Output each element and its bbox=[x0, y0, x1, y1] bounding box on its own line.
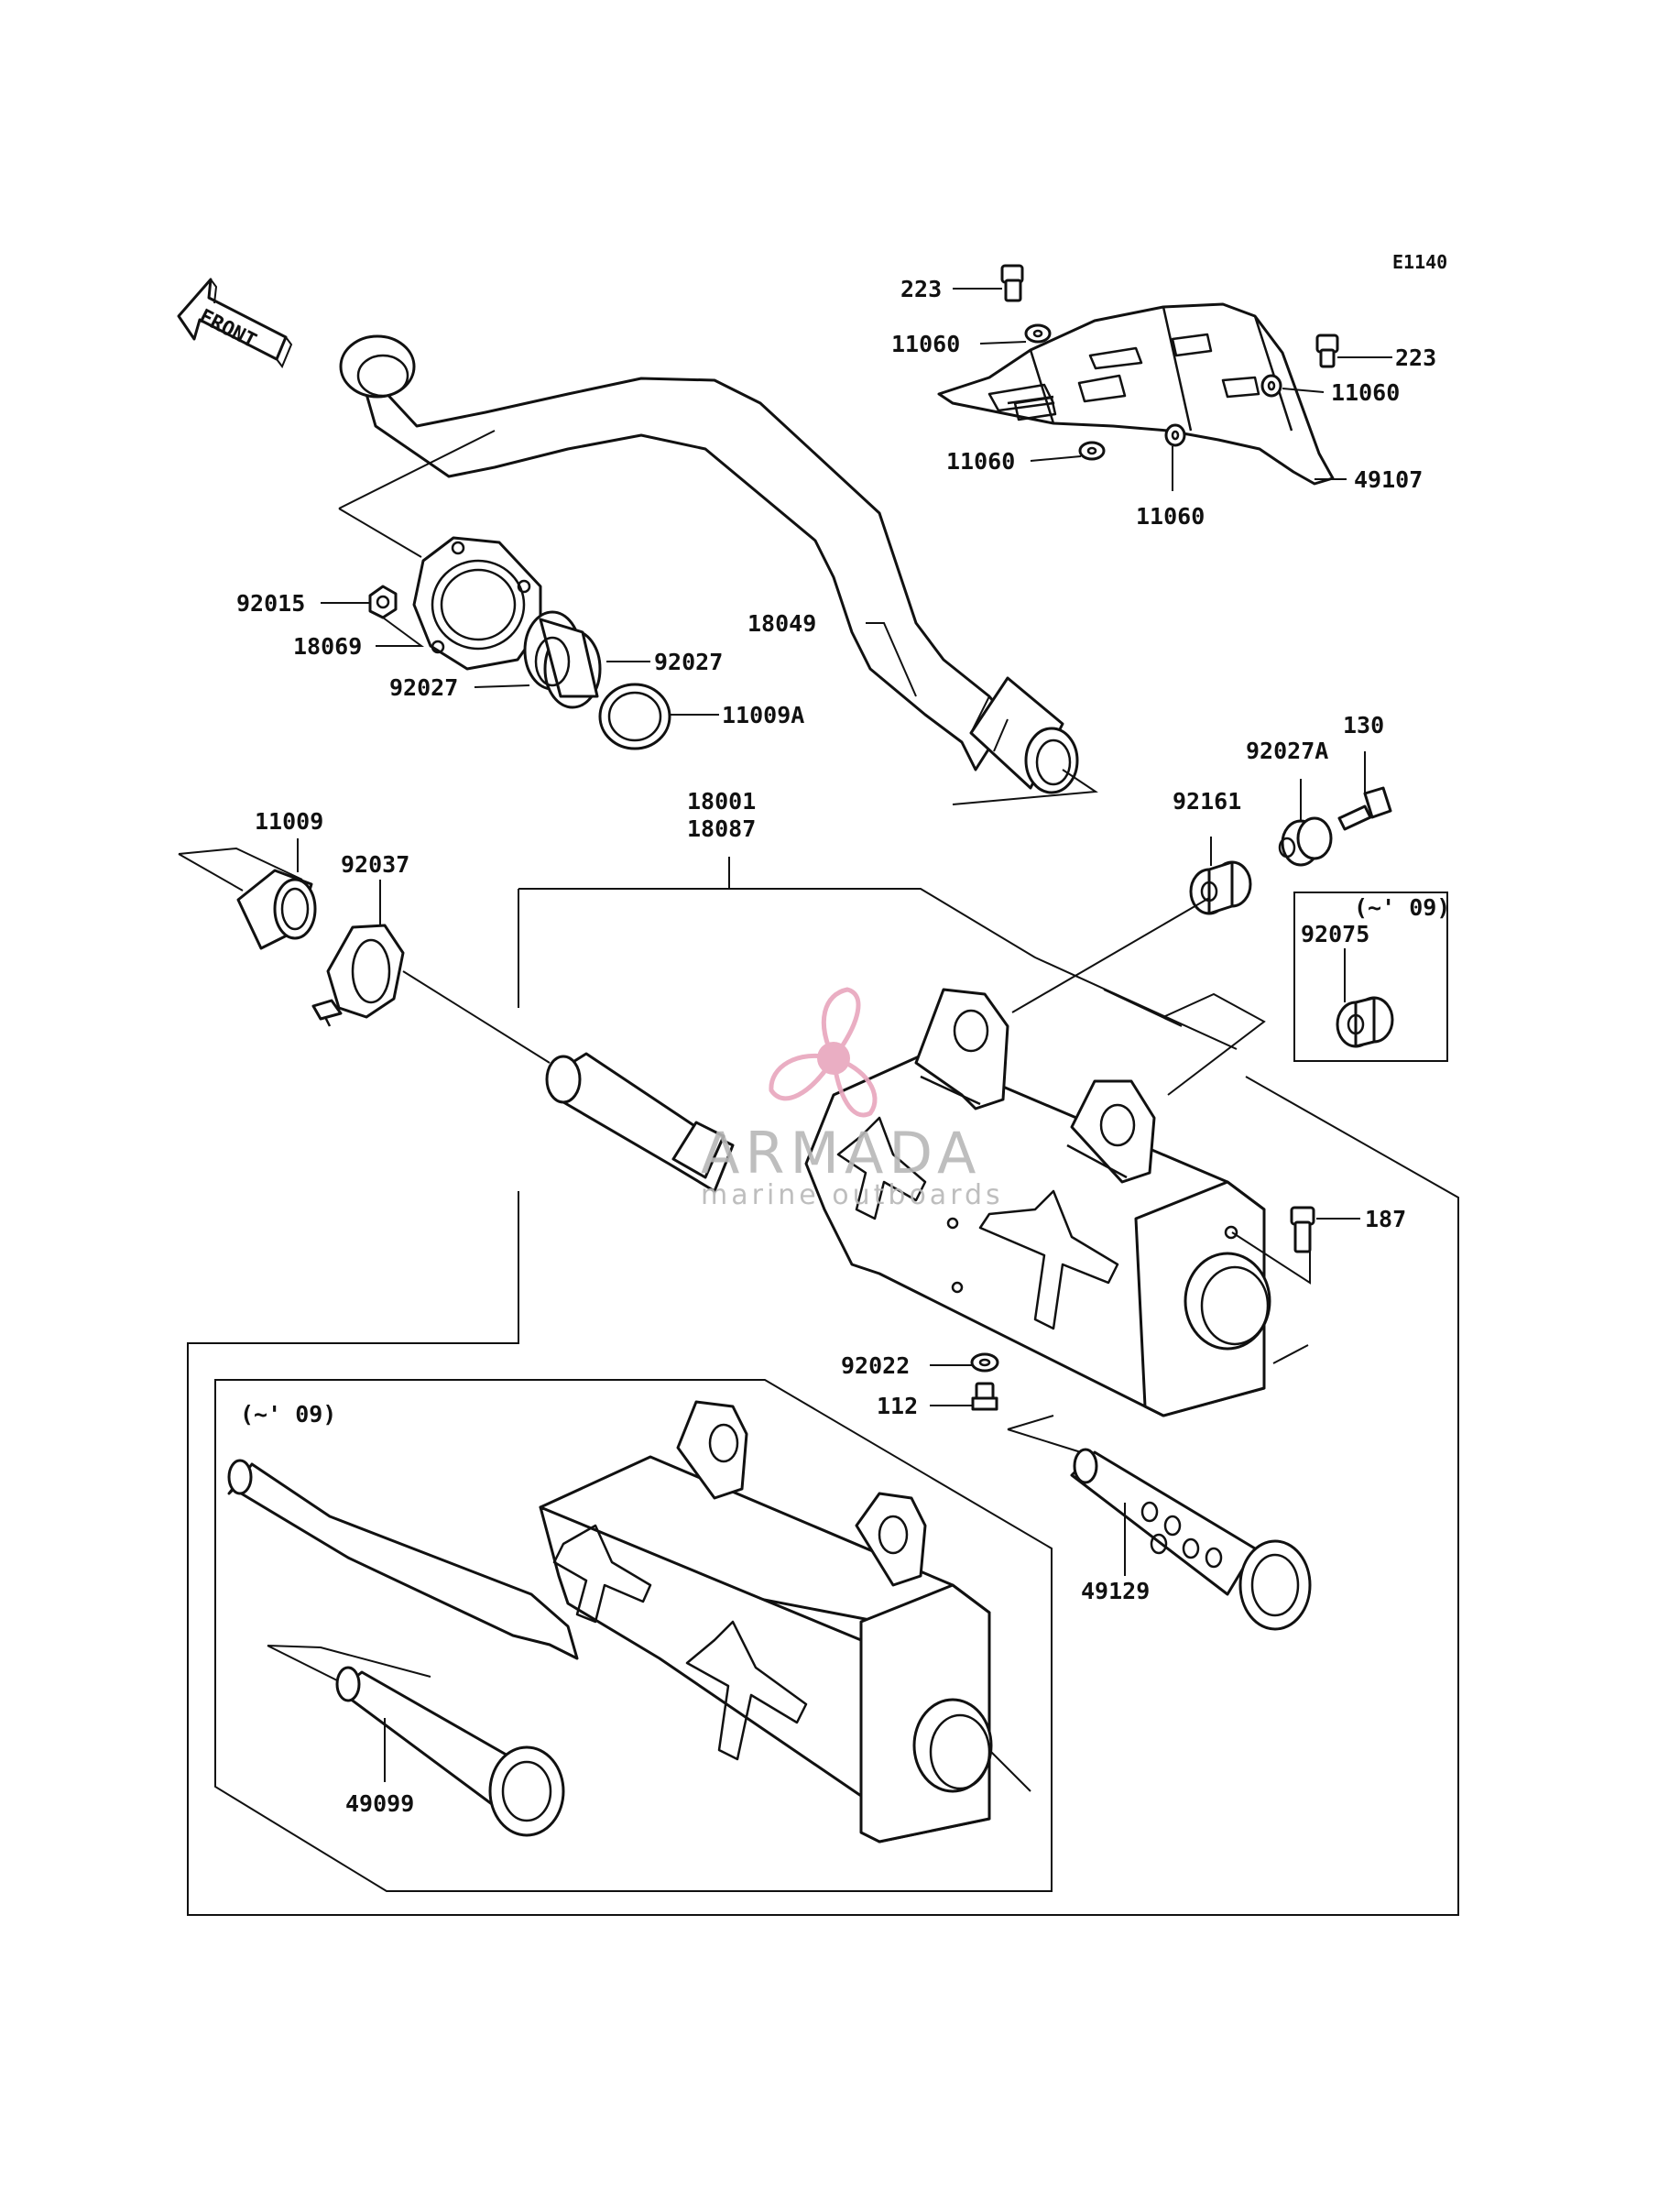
gasket-11009-leader bbox=[178, 847, 303, 892]
label-49099: 49099 bbox=[345, 1790, 414, 1817]
label-223-right: 223 bbox=[1395, 345, 1436, 371]
label-11060-c: 11060 bbox=[946, 448, 1015, 475]
washer-11060-b bbox=[1260, 374, 1282, 398]
muffler-outer-frame bbox=[187, 1076, 1459, 1916]
label-92022: 92022 bbox=[841, 1352, 910, 1379]
clamp-92037 bbox=[311, 924, 405, 1027]
gasket-11009 bbox=[236, 869, 317, 950]
label-92027-right: 92027 bbox=[654, 649, 723, 675]
label-187: 187 bbox=[1365, 1206, 1406, 1232]
header-outlet-leader bbox=[952, 769, 1098, 805]
bolt-223-upper bbox=[1000, 264, 1024, 302]
propeller-logo-icon bbox=[769, 987, 878, 1118]
bolt-187 bbox=[1290, 1206, 1315, 1253]
label-11009A: 11009A bbox=[722, 702, 804, 728]
label-18069: 18069 bbox=[293, 633, 362, 660]
label-92027-left: 92027 bbox=[389, 674, 458, 701]
washer-92022 bbox=[970, 1352, 999, 1373]
front-direction-arrow: FRONT bbox=[177, 278, 293, 368]
spark-arrestor-leader bbox=[1007, 1415, 1082, 1453]
washer-11060-a bbox=[1024, 323, 1052, 344]
flange-18069 bbox=[412, 536, 542, 671]
grommet-leader bbox=[1011, 897, 1210, 1013]
bolt-130 bbox=[1337, 786, 1392, 831]
muffler-18001 bbox=[545, 988, 1271, 1417]
label-18001: 18001 bbox=[687, 788, 756, 815]
inset-outlet-leader bbox=[988, 1749, 1031, 1792]
label-130: 130 bbox=[1343, 712, 1384, 738]
label-49129: 49129 bbox=[1081, 1578, 1150, 1604]
watermark-name: ARMADA bbox=[701, 1120, 981, 1187]
label-49107: 49107 bbox=[1354, 466, 1423, 493]
inset-muffler bbox=[227, 1400, 993, 1843]
label-112: 112 bbox=[877, 1393, 918, 1419]
muffler-outlet-leader bbox=[1231, 1231, 1311, 1364]
heat-guard-49107 bbox=[937, 302, 1335, 486]
bolt-223-right bbox=[1315, 334, 1339, 368]
reference-code: E1140 bbox=[1392, 251, 1447, 273]
muffler-bracket-leader bbox=[1162, 992, 1266, 1096]
inset-arrestor-leader bbox=[267, 1645, 431, 1687]
grommet-inset-frame bbox=[1293, 892, 1448, 1062]
nut-92015 bbox=[368, 585, 398, 619]
label-92037: 92037 bbox=[341, 851, 409, 878]
label-92161: 92161 bbox=[1173, 788, 1241, 815]
grommet-92075 bbox=[1336, 996, 1394, 1048]
label-11060-a: 11060 bbox=[891, 331, 960, 357]
label-11060-d: 11060 bbox=[1136, 503, 1205, 530]
grommet-92161 bbox=[1189, 860, 1252, 915]
spark-arrestor-49099 bbox=[335, 1666, 565, 1837]
label-92015: 92015 bbox=[236, 590, 305, 617]
label-92075: 92075 bbox=[1301, 921, 1369, 947]
header-pipe-18049 bbox=[339, 334, 1079, 794]
spark-arrestor-49129 bbox=[1070, 1448, 1312, 1631]
label-92027A: 92027A bbox=[1246, 738, 1328, 764]
header-flange-leader bbox=[338, 430, 496, 558]
grommet-inset-note: (~' 09) bbox=[1354, 894, 1450, 921]
inlet-clamp-leader bbox=[402, 970, 551, 1064]
collar-92027A bbox=[1278, 816, 1333, 867]
split-collar-92027 bbox=[523, 610, 602, 709]
label-18087: 18087 bbox=[687, 815, 756, 842]
bolt-112 bbox=[971, 1382, 998, 1411]
label-11009: 11009 bbox=[255, 808, 323, 835]
muffler-inset-frame bbox=[214, 1379, 1053, 1892]
watermark-tagline: marine outboards bbox=[701, 1179, 1004, 1211]
callout-leaders bbox=[297, 288, 1392, 1782]
label-11060-b: 11060 bbox=[1331, 379, 1400, 406]
armada-watermark: ARMADA marine outboards bbox=[701, 987, 1004, 1211]
muffler-leader-top bbox=[518, 888, 1238, 1050]
label-18049: 18049 bbox=[747, 610, 816, 637]
gasket-11009A bbox=[598, 683, 671, 750]
label-223-upper: 223 bbox=[900, 276, 942, 302]
washer-11060-d bbox=[1164, 423, 1186, 447]
muffler-inset-note: (~' 09) bbox=[240, 1401, 336, 1428]
washer-11060-c bbox=[1078, 441, 1106, 461]
